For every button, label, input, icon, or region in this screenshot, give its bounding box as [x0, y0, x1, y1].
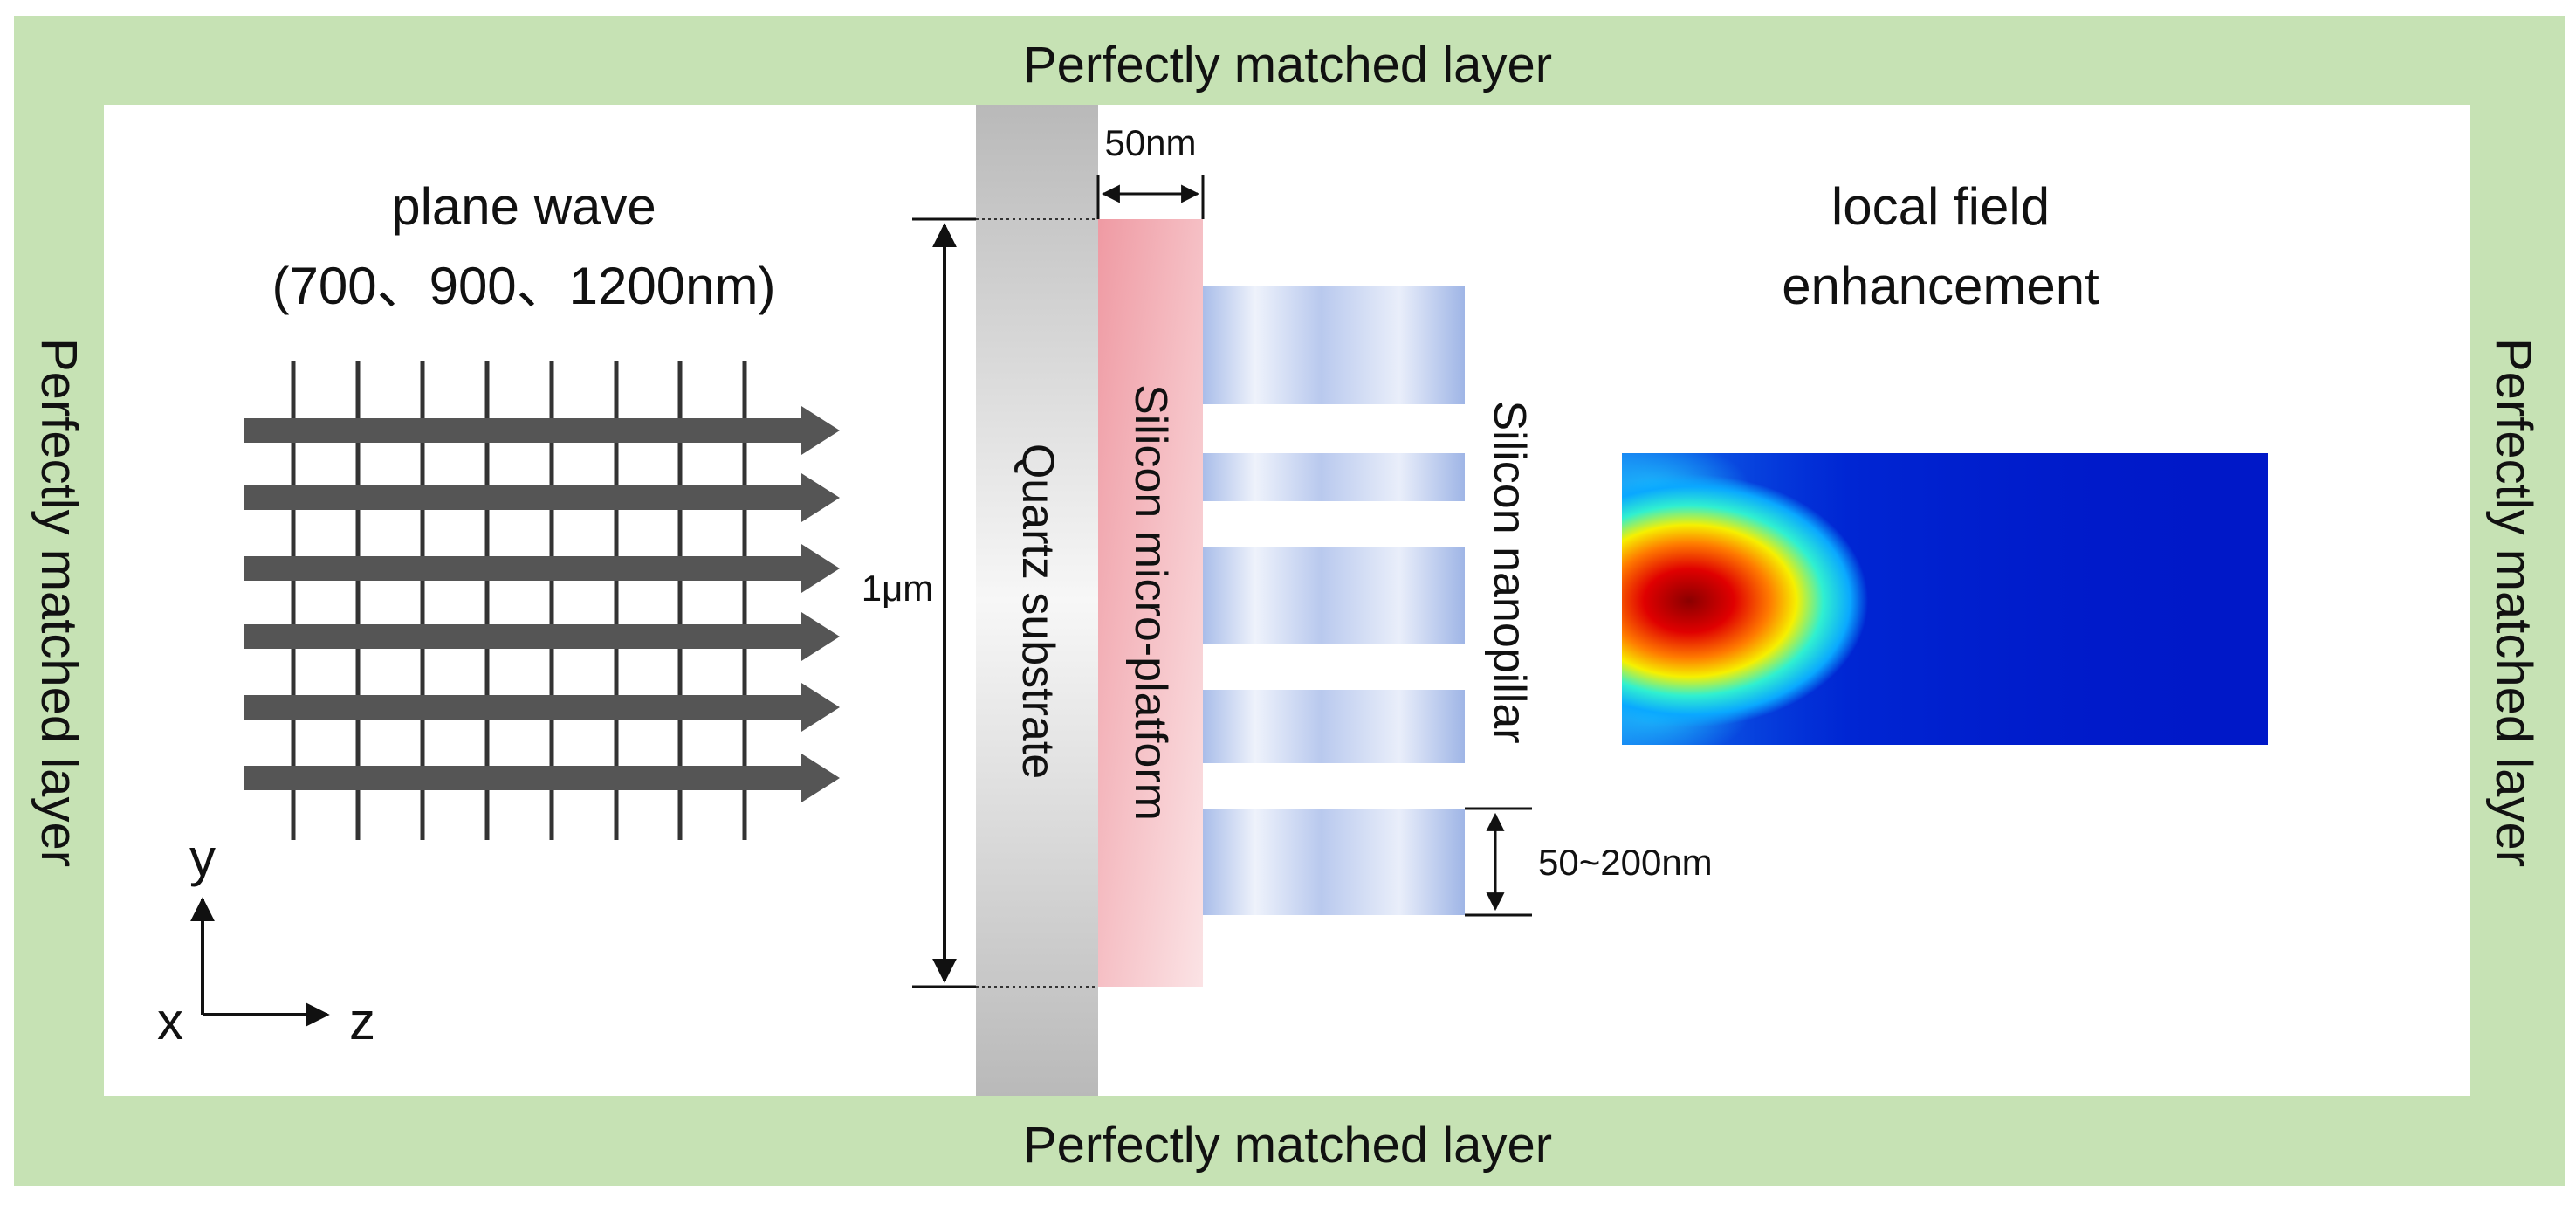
plane-wave-arrow	[244, 612, 840, 661]
height-dim-label: 1μm	[862, 568, 934, 609]
field-label-line2: enhancement	[1782, 257, 2099, 315]
pillar-dim-label: 50~200nm	[1538, 842, 1713, 883]
pml-right-label: Perfectly matched layer	[2485, 338, 2542, 867]
nanopillar	[1203, 286, 1465, 404]
field-label-line1: local field	[1831, 177, 2050, 236]
pillar-height-dimension: 50~200nm	[1465, 807, 1713, 917]
field-hotspot	[1622, 474, 1868, 727]
plane-wave-arrow	[244, 406, 840, 455]
plane-wave-arrows	[244, 406, 840, 802]
nanopillar	[1203, 547, 1465, 644]
plane-wave-arrow	[244, 544, 840, 593]
platform-width-dimension: 50nm	[1096, 122, 1205, 219]
nanopillar	[1203, 690, 1465, 763]
axis-x-label: x	[157, 992, 183, 1050]
plane-wave-arrow	[244, 473, 840, 522]
platform-dim-label: 50nm	[1104, 122, 1196, 163]
height-dimension: 1μm	[862, 217, 976, 988]
plane-wave-arrow	[244, 754, 840, 802]
nanopillar	[1203, 453, 1465, 501]
platform-label: Silicon micro-platform	[1125, 384, 1176, 821]
nanopillar	[1203, 809, 1465, 915]
axis-z-label: z	[349, 992, 375, 1050]
axis-y-label: y	[189, 829, 216, 887]
plane-wave-arrow	[244, 683, 840, 732]
silicon-micro-platform	[1098, 219, 1203, 987]
nanopillar-label: Silicon nanopillar	[1484, 400, 1535, 743]
coordinate-axes: y x z	[157, 829, 375, 1050]
wavelength-label: (700、900、1200nm)	[271, 257, 775, 315]
pml-left-label: Perfectly matched layer	[31, 338, 87, 867]
quartz-substrate	[976, 105, 1098, 1096]
pml-top-label: Perfectly matched layer	[1023, 37, 1552, 93]
quartz-label: Quartz substrate	[1013, 444, 1063, 779]
field-map	[1622, 453, 2268, 745]
pml-bottom-label: Perfectly matched layer	[1023, 1117, 1552, 1174]
plane-wave-label: plane wave	[391, 177, 656, 236]
